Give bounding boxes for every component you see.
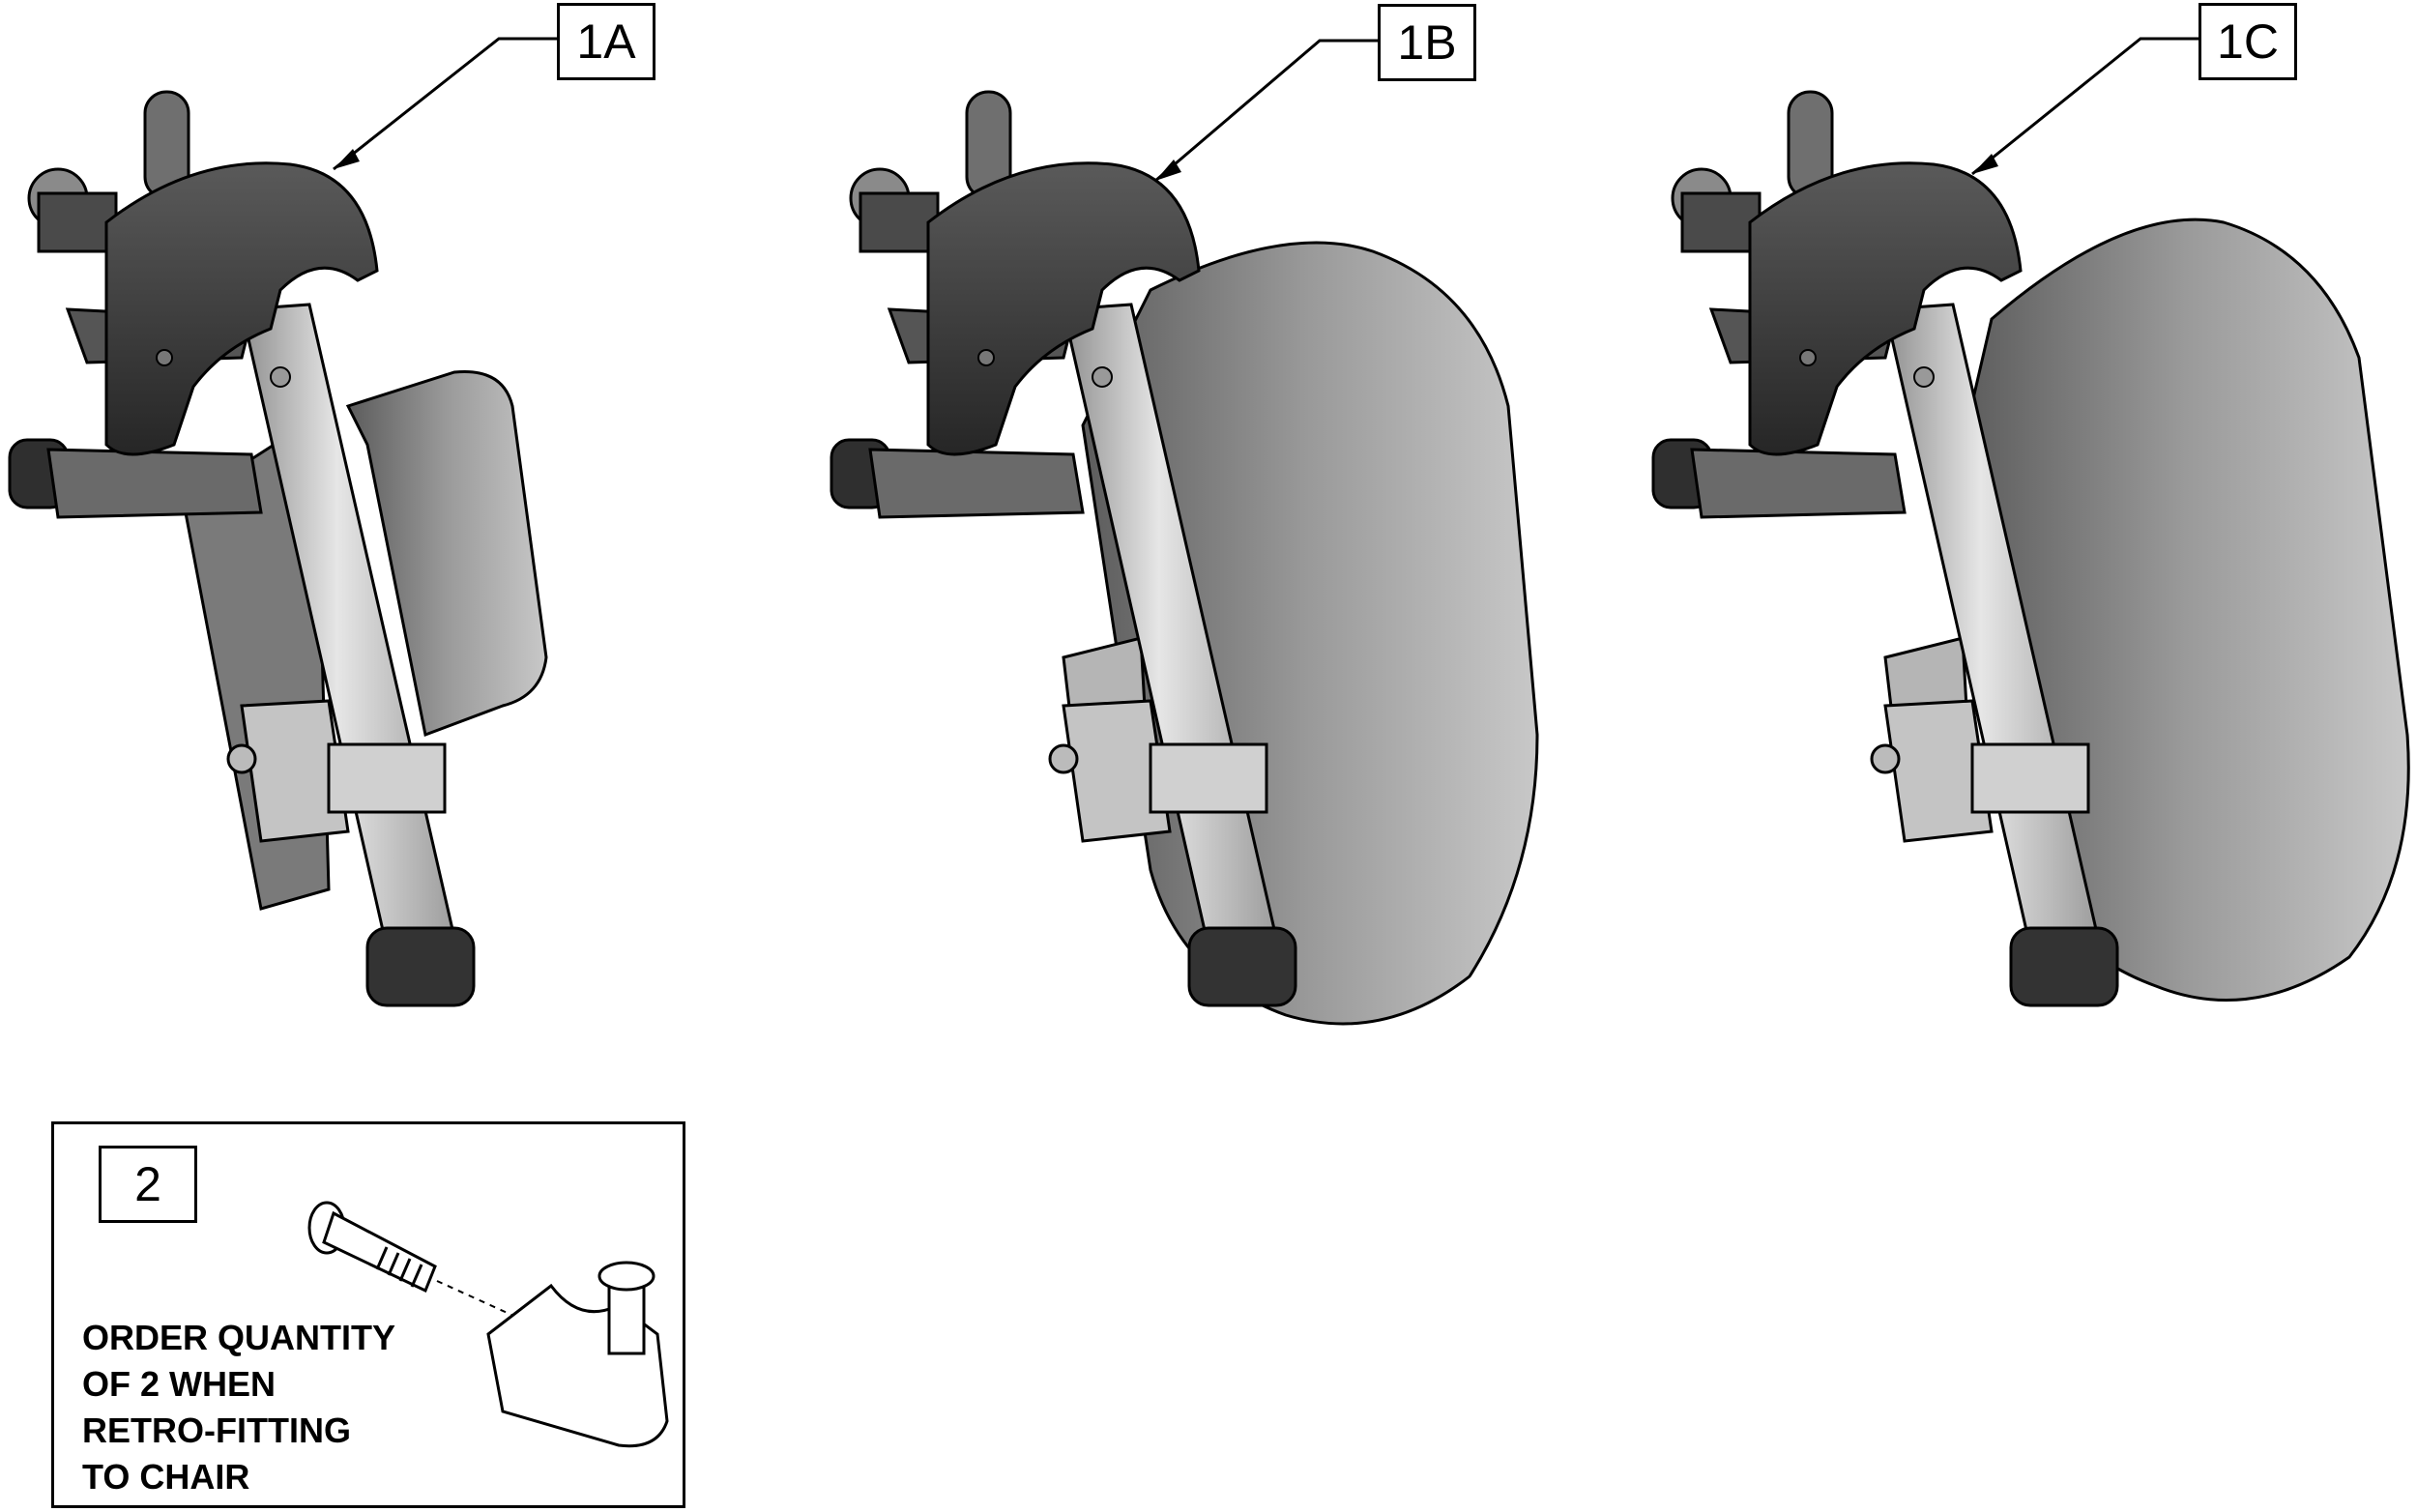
assembly-1c bbox=[1651, 90, 2410, 1007]
callout-1c-label: 1C bbox=[2217, 15, 2279, 69]
leader-1c bbox=[1971, 37, 2199, 176]
retro-fit-note: ORDER QUANTITY OF 2 WHEN RETRO-FITTING T… bbox=[82, 1315, 469, 1500]
note-line: TO CHAIR bbox=[82, 1457, 250, 1497]
retro-fit-panel bbox=[51, 1121, 685, 1508]
leader-1a bbox=[333, 37, 557, 171]
callout-1a-label: 1A bbox=[576, 15, 636, 69]
callout-2: 2 bbox=[99, 1146, 197, 1223]
leader-1b bbox=[1154, 39, 1378, 183]
callout-1b: 1B bbox=[1378, 4, 1476, 81]
assembly-1b bbox=[830, 90, 1539, 1026]
note-line: RETRO-FITTING bbox=[82, 1410, 351, 1450]
callout-2-label: 2 bbox=[134, 1157, 161, 1211]
callout-1b-label: 1B bbox=[1397, 15, 1457, 70]
callout-1c: 1C bbox=[2199, 3, 2297, 80]
note-line: ORDER QUANTITY bbox=[82, 1318, 395, 1357]
retro-fit-parts bbox=[307, 1201, 669, 1448]
note-line: OF 2 WHEN bbox=[82, 1364, 277, 1404]
callout-1a: 1A bbox=[557, 3, 655, 80]
assembly-1a bbox=[8, 90, 548, 1007]
